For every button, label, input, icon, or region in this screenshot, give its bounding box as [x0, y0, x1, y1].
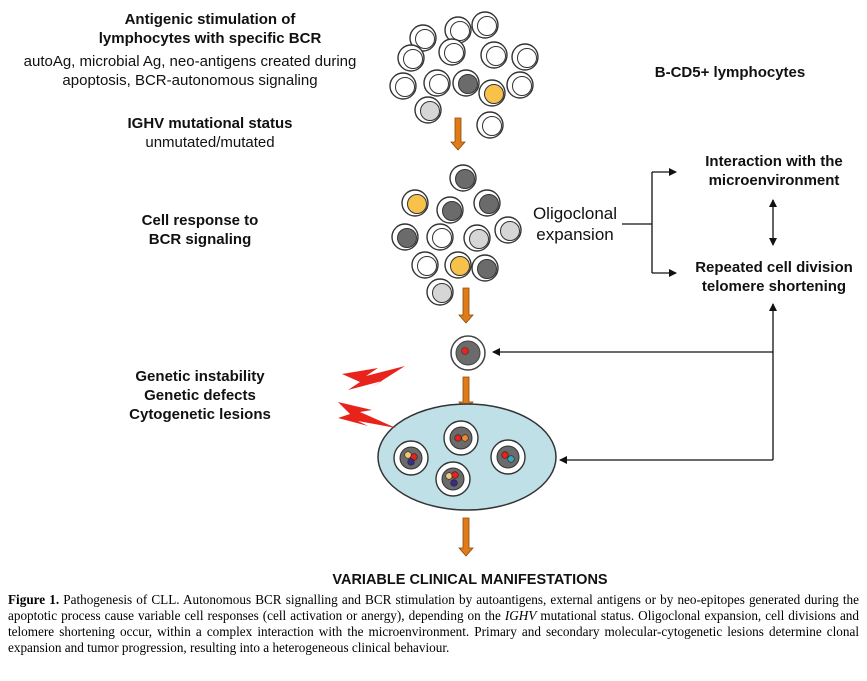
bcd5-label: B-CD5+ lymphocytes — [654, 64, 806, 81]
caption-text-2: mutational status. Oligoclonal expansion… — [8, 608, 859, 655]
interaction-line1: Interaction with the — [705, 153, 843, 170]
lymphocyte-cell — [411, 251, 439, 279]
variable-manifestations: VARIABLE CLINICAL MANIFESTATIONS — [332, 572, 608, 588]
lymphocyte-cell — [401, 189, 429, 217]
tumor-cell — [435, 461, 471, 497]
division-line2: telomere shortening — [701, 278, 847, 295]
oligo-line1: Oligoclonal — [532, 204, 618, 223]
lightning-bolt-icon — [338, 366, 405, 428]
lymphocyte-cell — [476, 111, 504, 139]
lymphocyte-cell — [426, 223, 454, 251]
genetic-line2: Genetic defects — [144, 387, 256, 404]
lymphocyte-cluster-2 — [391, 164, 522, 306]
cell-response-label: Cell response to BCR signaling — [100, 211, 300, 249]
lymphocyte-cell — [389, 72, 417, 100]
lymphocyte-cell — [391, 223, 419, 251]
lymphocyte-cell — [480, 41, 508, 69]
interaction-line2: microenvironment — [708, 172, 840, 189]
lymphocyte-cell — [511, 43, 539, 71]
cell-response-line1: Cell response to — [141, 212, 259, 229]
lymphocyte-cell — [494, 216, 522, 244]
orange-flow-arrows — [450, 117, 474, 557]
stim-title-line1: Antigenic stimulation of — [124, 11, 296, 28]
lymphocyte-cell — [506, 71, 534, 99]
lymphocyte-cell — [452, 69, 480, 97]
stim-sub-line2: apoptosis, BCR-autonomous signaling — [62, 72, 318, 89]
down-arrow-icon — [458, 517, 474, 557]
down-arrow-icon — [458, 287, 474, 324]
caption-italic: IGHV — [504, 608, 537, 623]
interaction-label: Interaction with the microenvironment — [684, 152, 864, 190]
lymphocyte-cell — [423, 69, 451, 97]
genetic-label: Genetic instability Genetic defects Cyto… — [100, 367, 300, 424]
stim-sub-line1: autoAg, microbial Ag, neo-antigens creat… — [23, 53, 357, 70]
division-line1: Repeated cell division — [695, 259, 853, 276]
lymphocyte-cell — [473, 189, 501, 217]
stim-title-line2: lymphocytes with specific BCR — [98, 30, 322, 47]
lymphocyte-cell — [436, 196, 464, 224]
stim-subtitle: autoAg, microbial Ag, neo-antigens creat… — [10, 52, 370, 90]
lymphocyte-cell — [397, 44, 425, 72]
lymphocyte-cell — [438, 38, 466, 66]
lymphocyte-cluster-1 — [389, 11, 539, 139]
down-arrow-icon — [450, 117, 466, 151]
ighv-title: IGHV mutational status — [127, 115, 293, 132]
single-cell — [450, 335, 486, 371]
clonal-ellipse — [377, 403, 557, 511]
lymphocyte-cell — [478, 79, 506, 107]
genetic-line3: Cytogenetic lesions — [129, 406, 271, 423]
lymphocyte-cell — [409, 24, 437, 52]
lymphocyte-cell — [444, 16, 472, 44]
oligoclonal-label: Oligoclonal expansion — [520, 203, 630, 245]
lymphocyte-cell — [471, 11, 499, 39]
genetic-line1: Genetic instability — [135, 368, 265, 385]
caption-label: Figure 1. — [8, 592, 60, 607]
lymphocyte-cell — [414, 96, 442, 124]
lymphocyte-cell — [463, 224, 491, 252]
lymphocyte-cell — [449, 164, 477, 192]
lymphocyte-cell — [471, 254, 499, 282]
stim-title: Antigenic stimulation of lymphocytes wit… — [60, 10, 360, 48]
tumor-cell — [443, 420, 479, 456]
oligoclonal-bracket — [622, 168, 677, 277]
tumor-cell — [393, 440, 429, 476]
tumor-cell — [490, 439, 526, 475]
cell-response-line2: BCR signaling — [148, 231, 252, 248]
cll-pathogenesis-diagram — [338, 11, 777, 557]
figure-caption: Figure 1. Pathogenesis of CLL. Autonomou… — [8, 592, 859, 656]
division-label: Repeated cell division telomere shorteni… — [684, 258, 864, 296]
lymphocyte-cell — [426, 278, 454, 306]
caption-text-1: Pathogenesis of CLL. Autonomous BCR sign… — [8, 592, 859, 623]
lymphocyte-cell — [444, 251, 472, 279]
feedback-lines — [492, 303, 777, 464]
oligo-line2: expansion — [536, 225, 614, 244]
ighv-subtitle: unmutated/mutated — [145, 134, 275, 151]
